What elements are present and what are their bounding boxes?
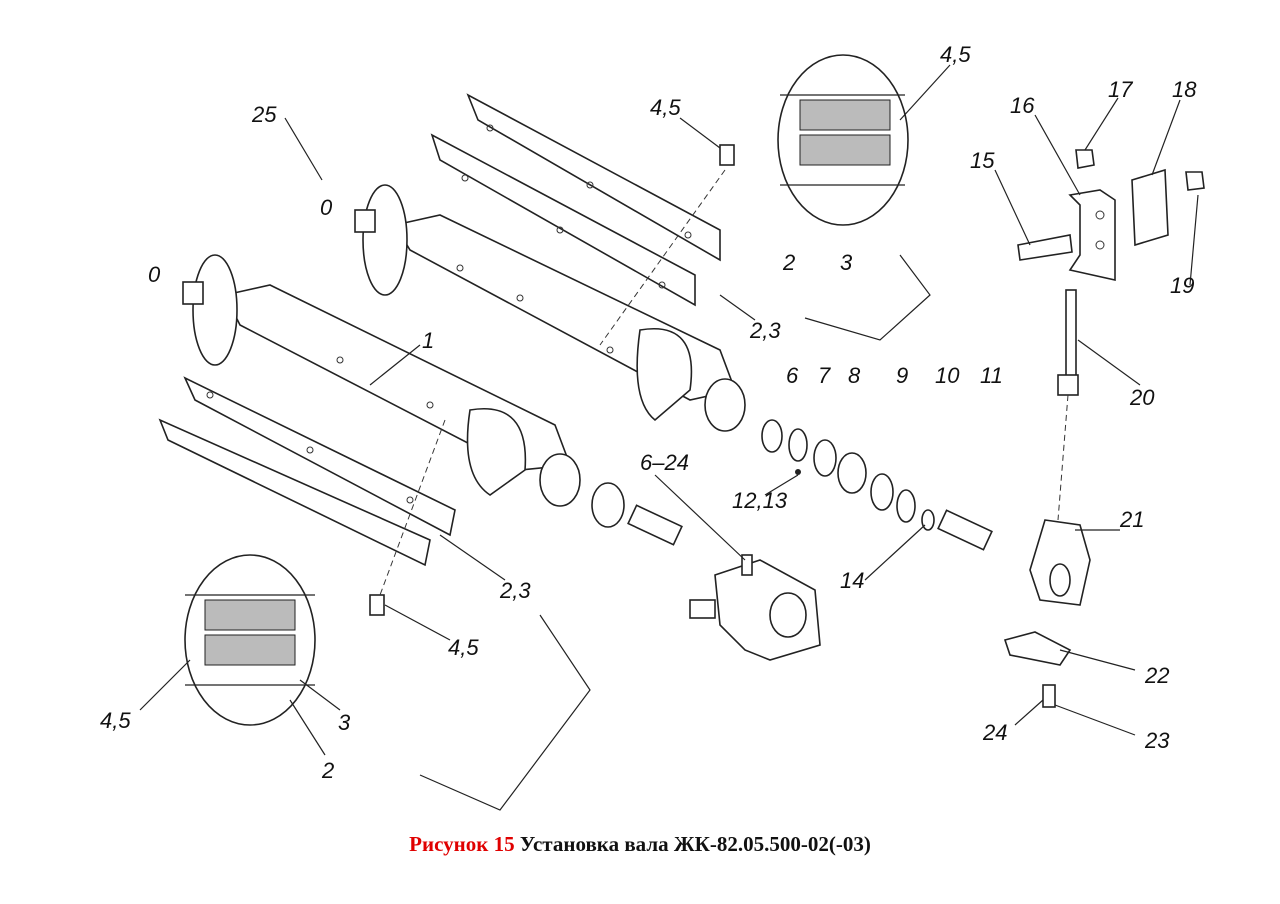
- callout-labels: 25 0 0 4,5 4,5 1 16 17 18 15 19 2 3 2,3 …: [100, 42, 1197, 783]
- bearing-stack: [591, 419, 993, 551]
- callout-0-upper: 0: [320, 195, 333, 220]
- leader-lines: [139, 64, 1199, 811]
- callout-22: 22: [1144, 663, 1169, 688]
- callout-20: 20: [1129, 385, 1155, 410]
- callout-25: 25: [251, 102, 277, 127]
- callout-9: 9: [896, 363, 908, 388]
- callout-11: 11: [980, 363, 1003, 388]
- detail-view-bottom: [184, 554, 316, 726]
- callout-24: 24: [982, 720, 1007, 745]
- callout-4-5-bolt-bottom: 4,5: [448, 635, 479, 660]
- bracket-assembly: [1017, 149, 1205, 396]
- upper-shaft: [354, 184, 746, 432]
- callout-2-3-bottom: 2,3: [499, 578, 531, 603]
- callout-7: 7: [818, 363, 831, 388]
- callout-2-bottom: 2: [321, 758, 334, 783]
- shaft-1: [182, 254, 581, 507]
- callout-12-13: 12,13: [732, 488, 788, 513]
- figure-title: Установка вала ЖК-82.05.500-02(-03): [519, 832, 871, 856]
- callout-3-bottom: 3: [338, 710, 351, 735]
- callout-4-5-detail-top: 4,5: [940, 42, 971, 67]
- detail-view-top: [777, 54, 909, 226]
- figure-caption: Рисунок 15 Установка вала ЖК-82.05.500-0…: [0, 832, 1280, 857]
- callout-2-3-top: 2,3: [749, 318, 781, 343]
- callout-18: 18: [1172, 77, 1197, 102]
- bolt-bottom: [369, 594, 385, 616]
- bearing-housing: [689, 554, 821, 661]
- callout-8: 8: [848, 363, 861, 388]
- callout-6: 6: [786, 363, 799, 388]
- callout-2-top: 2: [782, 250, 795, 275]
- callout-14: 14: [840, 568, 864, 593]
- callout-19: 19: [1170, 273, 1194, 298]
- callout-10: 10: [935, 363, 960, 388]
- callout-6-24: 6–24: [640, 450, 689, 475]
- callout-0-lower: 0: [148, 262, 161, 287]
- callout-17: 17: [1108, 77, 1133, 102]
- callout-4-5-detail-bottom: 4,5: [100, 708, 131, 733]
- callout-23: 23: [1144, 728, 1170, 753]
- callout-1: 1: [422, 328, 434, 353]
- callout-3-top: 3: [840, 250, 853, 275]
- figure-number: Рисунок 15: [409, 832, 515, 856]
- callout-16: 16: [1010, 93, 1035, 118]
- knife-strips-top: [430, 93, 721, 307]
- knife-strips-bottom: [158, 376, 456, 567]
- bolt-top: [719, 144, 735, 166]
- callout-4-5-bolt-top: 4,5: [650, 95, 681, 120]
- callout-21: 21: [1119, 507, 1144, 532]
- callout-15: 15: [970, 148, 995, 173]
- lever-assembly: [1003, 519, 1091, 708]
